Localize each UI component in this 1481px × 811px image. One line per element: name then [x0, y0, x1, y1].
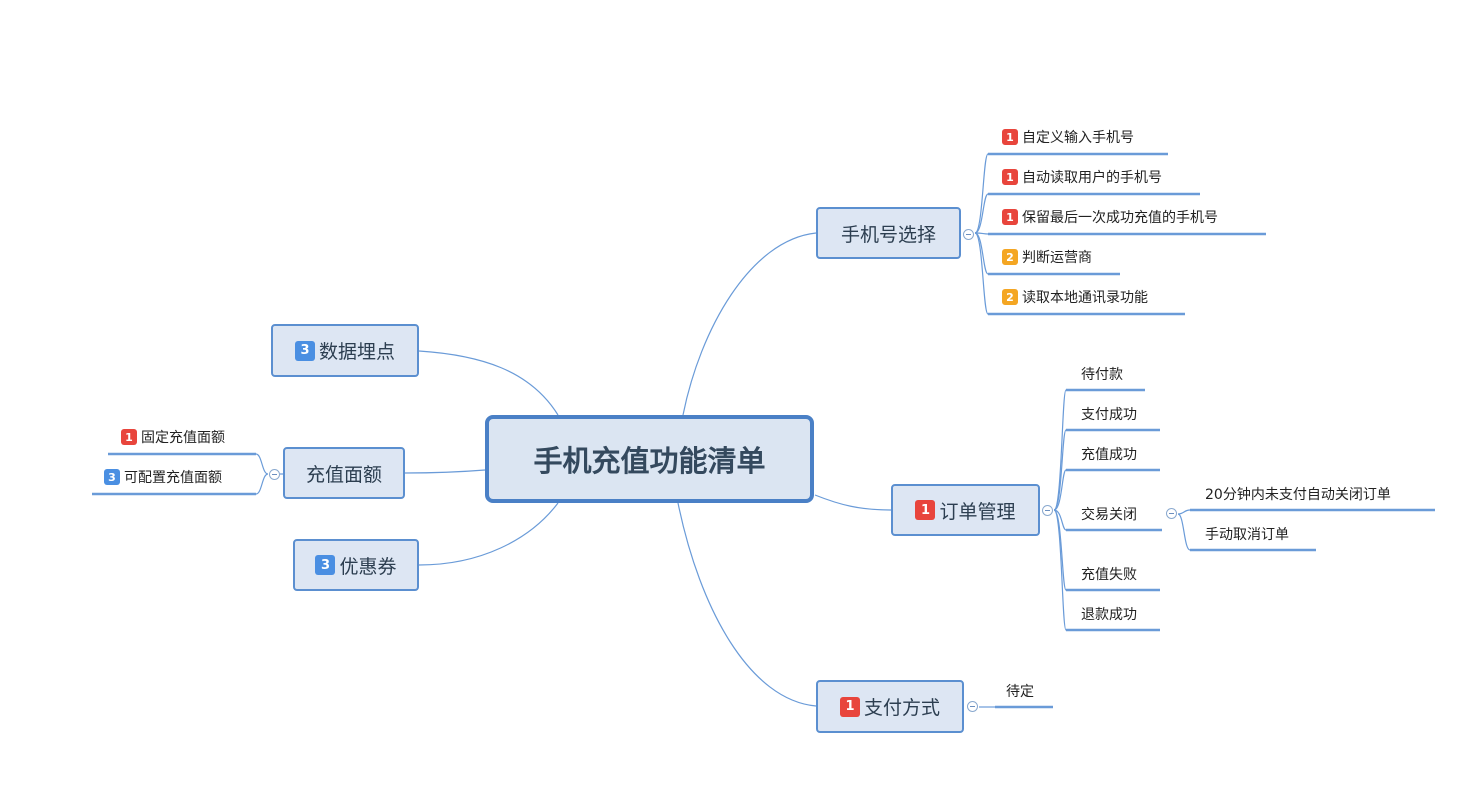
list-item-label: 手动取消订单: [1205, 527, 1289, 543]
topic-data-tracking[interactable]: 3 数据埋点: [271, 324, 419, 377]
collapse-toggle-icon[interactable]: [1042, 505, 1053, 516]
priority-2-icon: 2: [1002, 249, 1018, 265]
list-item[interactable]: 充值成功: [1081, 443, 1137, 465]
connector-line: [974, 153, 989, 234]
list-item-label: 支付成功: [1081, 407, 1137, 423]
topic-coupon[interactable]: 3 优惠券: [293, 539, 419, 591]
list-item[interactable]: 待付款: [1081, 363, 1123, 385]
list-item-label: 交易关闭: [1081, 507, 1137, 523]
topic-payment-method-label: 支付方式: [863, 697, 940, 719]
list-item[interactable]: 1 固定充值面额: [121, 426, 225, 448]
list-item[interactable]: 2 判断运营商: [1002, 246, 1092, 268]
connector-line: [814, 494, 892, 511]
list-item-label: 读取本地通讯录功能: [1022, 290, 1148, 306]
list-item-label: 充值成功: [1081, 447, 1137, 463]
priority-3-icon: 3: [104, 469, 120, 485]
list-item[interactable]: 待定: [1006, 680, 1034, 702]
topic-data-tracking-label: 数据埋点: [318, 341, 395, 363]
topic-recharge-amount[interactable]: 充值面额: [283, 447, 405, 499]
list-item[interactable]: 1 自动读取用户的手机号: [1002, 166, 1162, 188]
list-item[interactable]: 退款成功: [1081, 603, 1137, 625]
connector-line: [1053, 509, 1067, 591]
list-item[interactable]: 2 读取本地通讯录功能: [1002, 286, 1148, 308]
connector-line: [1053, 509, 1067, 631]
list-item[interactable]: 交易关闭: [1081, 503, 1137, 525]
priority-2-icon: 2: [1002, 289, 1018, 305]
topic-phone-select[interactable]: 手机号选择: [816, 207, 961, 259]
list-item-label: 自动读取用户的手机号: [1022, 170, 1162, 186]
priority-1-icon: 1: [915, 500, 936, 520]
priority-3-icon: 3: [315, 555, 336, 575]
priority-1-icon: 1: [839, 696, 860, 717]
connector-line: [974, 193, 989, 234]
collapse-toggle-icon[interactable]: [967, 701, 978, 712]
topic-payment-method[interactable]: 1 支付方式: [816, 680, 964, 733]
connector-line: [1053, 429, 1067, 511]
connector-line: [677, 502, 817, 707]
list-item-label: 待定: [1006, 684, 1034, 700]
connector-line: [1177, 513, 1191, 551]
connector-line: [974, 232, 989, 275]
collapse-toggle-icon[interactable]: [963, 229, 974, 240]
connector-line: [974, 232, 989, 315]
list-item[interactable]: 支付成功: [1081, 403, 1137, 425]
list-item-label: 20分钟内未支付自动关闭订单: [1205, 487, 1391, 503]
connector-line: [418, 502, 559, 566]
topic-order-management[interactable]: 1 订单管理: [891, 484, 1040, 536]
list-item-label: 保留最后一次成功充值的手机号: [1022, 210, 1218, 226]
connector-line: [1177, 509, 1191, 515]
list-item-label: 充值失败: [1081, 567, 1137, 583]
priority-1-icon: 1: [1002, 129, 1018, 145]
root-topic-label: 手机充值功能清单: [533, 444, 766, 478]
connector-line: [974, 232, 989, 235]
connector-line: [682, 232, 817, 416]
connector-line: [1053, 469, 1067, 511]
root-topic[interactable]: 手机充值功能清单: [485, 415, 814, 503]
list-item-label: 待付款: [1081, 367, 1123, 383]
list-item-label: 判断运营商: [1022, 250, 1092, 266]
topic-coupon-label: 优惠券: [339, 555, 397, 578]
connector-line: [404, 469, 486, 474]
list-item[interactable]: 1 自定义输入手机号: [1002, 126, 1134, 148]
collapse-toggle-icon[interactable]: [269, 469, 280, 480]
topic-phone-select-label: 手机号选择: [840, 223, 936, 246]
priority-1-icon: 1: [1002, 209, 1018, 225]
connector-line: [1053, 509, 1067, 531]
list-item-label: 固定充值面额: [141, 430, 225, 446]
list-item[interactable]: 20分钟内未支付自动关闭订单: [1205, 483, 1391, 505]
connector-line: [255, 473, 269, 495]
topic-recharge-amount-label: 充值面额: [305, 463, 382, 486]
connector-line: [418, 350, 559, 416]
topic-order-management-label: 订单管理: [939, 500, 1016, 523]
list-item[interactable]: 手动取消订单: [1205, 523, 1289, 545]
priority-1-icon: 1: [1002, 169, 1018, 185]
connector-line: [255, 453, 269, 475]
list-item-label: 退款成功: [1081, 607, 1137, 623]
list-item[interactable]: 充值失败: [1081, 563, 1137, 585]
list-item[interactable]: 1 保留最后一次成功充值的手机号: [1002, 206, 1218, 228]
priority-1-icon: 1: [121, 429, 137, 445]
connector-line: [1053, 389, 1067, 511]
list-item-label: 可配置充值面额: [124, 470, 222, 486]
list-item[interactable]: 3 可配置充值面额: [104, 466, 222, 488]
priority-3-icon: 3: [294, 340, 315, 361]
collapse-toggle-icon[interactable]: [1166, 508, 1177, 519]
list-item-label: 自定义输入手机号: [1022, 130, 1134, 146]
